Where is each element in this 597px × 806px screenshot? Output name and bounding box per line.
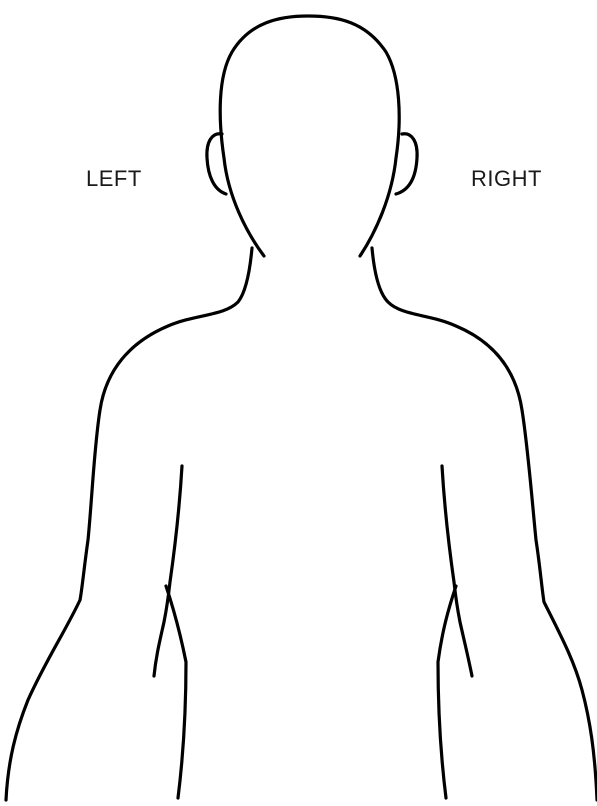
left-inner-arm-outline (154, 466, 182, 676)
right-torso-outline (438, 586, 456, 798)
left-torso-outline (166, 586, 186, 798)
left-shoulder-arm-outline (6, 248, 252, 800)
head-outline (220, 16, 399, 256)
left-side-label: LEFT (86, 168, 142, 190)
right-side-label: RIGHT (471, 168, 542, 190)
right-inner-arm-outline (442, 466, 472, 676)
right-shoulder-arm-outline (372, 248, 597, 800)
